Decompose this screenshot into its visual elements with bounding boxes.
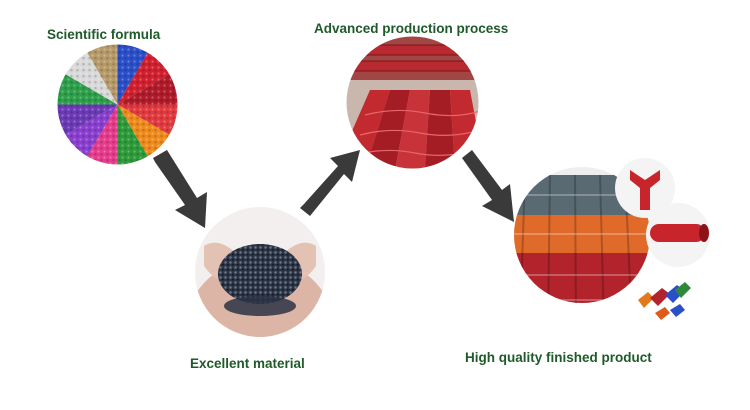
arrow-formula-to-material: [153, 150, 207, 228]
arrow-process-to-product: [462, 150, 514, 222]
label-advanced-production-process: Advanced production process: [314, 21, 509, 36]
hands-with-granules-icon: [195, 207, 325, 337]
label-scientific-formula: Scientific formula: [47, 27, 161, 42]
finished-roof-tiles-icon: [514, 158, 710, 320]
arrow-material-to-process: [300, 150, 360, 216]
color-wheel-pellets-icon: [57, 44, 178, 165]
label-excellent-material: Excellent material: [190, 356, 305, 371]
roof-tile-production-icon: [346, 36, 479, 169]
label-high-quality-finished-product: High quality finished product: [465, 350, 652, 365]
